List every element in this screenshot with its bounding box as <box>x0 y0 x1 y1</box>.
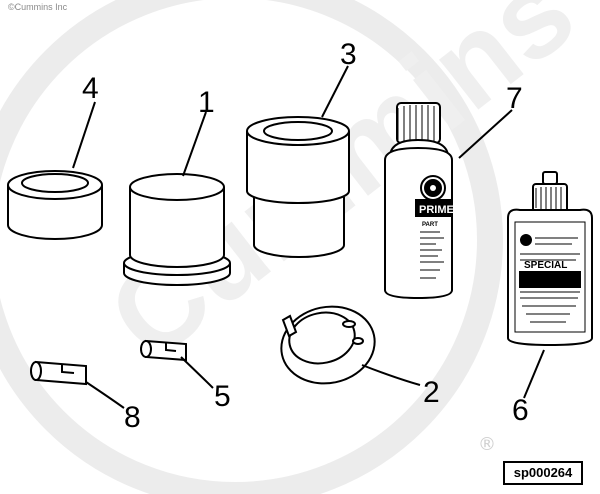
callout-5: 5 <box>214 380 231 413</box>
registered-mark: ® <box>478 434 496 455</box>
callout-4: 4 <box>82 72 99 105</box>
part-1-cup <box>123 173 231 286</box>
leader-lines <box>72 65 545 409</box>
primer-label: PRIME <box>419 204 454 216</box>
part-7-primer-can <box>384 102 453 300</box>
special-label: SPECIAL <box>524 260 567 271</box>
leader-5 <box>180 356 214 389</box>
copyright-text: ©Cummins Inc <box>8 2 68 12</box>
leader-2 <box>361 364 421 386</box>
part-6-bottle <box>507 171 593 347</box>
part-4-ring <box>7 170 103 240</box>
part-8-pin <box>30 360 87 386</box>
leader-1 <box>182 111 207 177</box>
callout-6: 6 <box>512 394 529 427</box>
callout-2: 2 <box>423 376 440 409</box>
leader-7 <box>458 109 513 159</box>
callout-3: 3 <box>340 38 357 71</box>
leader-6 <box>523 349 545 399</box>
callout-1: 1 <box>198 86 215 119</box>
callout-7: 7 <box>506 82 523 115</box>
primer-part-label: PART <box>422 222 438 228</box>
part-2-collar <box>280 305 376 385</box>
part-5-pin <box>140 339 187 362</box>
leader-4 <box>72 101 96 169</box>
figure-id-box: sp000264 <box>503 461 583 485</box>
part-3-sleeve <box>246 116 350 258</box>
leader-8 <box>85 381 125 409</box>
callout-8: 8 <box>124 401 141 434</box>
leader-3 <box>321 65 349 118</box>
